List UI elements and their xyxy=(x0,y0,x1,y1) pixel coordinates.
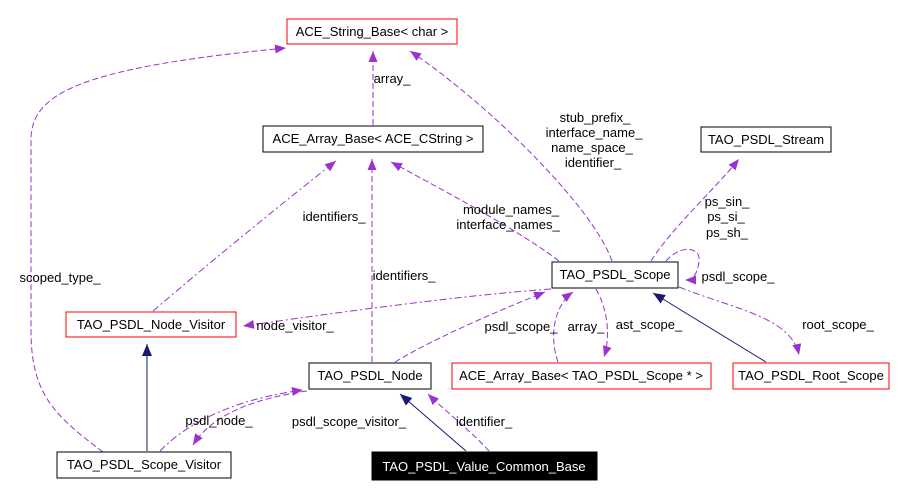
node-ace-string-base-label: ACE_String_Base< char > xyxy=(296,24,448,39)
edge-label-node-visitor: node_visitor_ xyxy=(256,318,334,333)
node-value-common-base-label: TAO_PSDL_Value_Common_Base xyxy=(382,459,585,474)
node-scope[interactable]: TAO_PSDL_Scope xyxy=(551,261,679,289)
edge-label-psdl-scope-visitor: psdl_scope_visitor_ xyxy=(292,414,407,429)
edge-label-identifier-top: identifier_ xyxy=(565,155,622,170)
edge-array-scopes xyxy=(553,291,574,363)
edge-inherit-value-common xyxy=(399,393,467,452)
edge-label-array-scopes: array_ xyxy=(568,319,606,334)
edge-label-scoped-type: scoped_type_ xyxy=(20,270,102,285)
node-stream-box[interactable] xyxy=(700,126,832,153)
nodes: ACE_String_Base< char > ACE_Array_Base< … xyxy=(56,18,890,481)
node-ace-array-scope[interactable]: ACE_Array_Base< TAO_PSDL_Scope * > xyxy=(451,362,712,390)
edge-psdl-scope xyxy=(394,291,546,363)
node-node-visitor-label: TAO_PSDL_Node_Visitor xyxy=(77,317,226,332)
edge-label-interface-names: interface_names_ xyxy=(456,217,560,232)
edge-label-stub-prefix: stub_prefix_ xyxy=(560,110,632,125)
node-node-visitor-box[interactable] xyxy=(65,311,237,338)
edge-psdl-scope-visitor xyxy=(159,386,304,452)
node-node[interactable]: TAO_PSDL_Node xyxy=(308,362,432,390)
edge-label-identifier: identifier_ xyxy=(456,414,513,429)
edges xyxy=(30,44,802,453)
node-scope-visitor-box[interactable] xyxy=(56,451,232,479)
node-node-visitor[interactable]: TAO_PSDL_Node_Visitor xyxy=(65,311,237,338)
node-root-scope[interactable]: TAO_PSDL_Root_Scope xyxy=(732,362,890,390)
edge-label-ps-sin: ps_sin_ xyxy=(705,194,751,209)
node-ace-array-cstring[interactable]: ACE_Array_Base< ACE_CString > xyxy=(262,125,484,153)
node-value-common-base[interactable]: TAO_PSDL_Value_Common_Base xyxy=(371,451,598,481)
edge-identifiers-nv xyxy=(152,160,337,312)
edge-label-ps-sh: ps_sh_ xyxy=(706,225,749,240)
edge-label-ast-scope: ast_scope_ xyxy=(616,317,683,332)
edge-node-visitor xyxy=(242,288,552,329)
node-ace-string-base-box[interactable] xyxy=(286,18,458,45)
edge-labels: scoped_type_ array_ stub_prefix_ interfa… xyxy=(20,71,875,429)
edge-ps-streams xyxy=(650,158,740,262)
edge-label-ps-si: ps_si_ xyxy=(707,209,745,224)
node-scope-label: TAO_PSDL_Scope xyxy=(559,267,670,282)
node-value-common-base-box[interactable] xyxy=(371,451,598,481)
node-ace-array-scope-label: ACE_Array_Base< TAO_PSDL_Scope * > xyxy=(459,368,703,383)
edge-root-scope xyxy=(678,286,802,356)
node-root-scope-box[interactable] xyxy=(732,362,890,390)
edge-label-psdl-scope-self: psdl_scope_ xyxy=(702,269,776,284)
edge-label-array-string: array_ xyxy=(374,71,412,86)
edge-label-identifiers-node: identifiers_ xyxy=(373,268,437,283)
node-ace-array-cstring-label: ACE_Array_Base< ACE_CString > xyxy=(273,131,474,146)
node-stream-label: TAO_PSDL_Stream xyxy=(708,132,824,147)
edge-inherit-root-scope xyxy=(652,292,767,363)
edge-module-names xyxy=(390,161,560,262)
node-ace-array-cstring-box[interactable] xyxy=(262,125,484,153)
node-node-label: TAO_PSDL_Node xyxy=(317,368,422,383)
node-node-box[interactable] xyxy=(308,362,432,390)
edge-label-psdl-scope: psdl_scope_ xyxy=(485,319,559,334)
edge-label-root-scope: root_scope_ xyxy=(802,317,874,332)
edge-psdl-scope-self xyxy=(665,248,700,285)
node-ace-string-base[interactable]: ACE_String_Base< char > xyxy=(286,18,458,45)
edge-label-module-names: module_names_ xyxy=(463,202,560,217)
edge-stub-prefix xyxy=(409,50,613,262)
edge-ast-scope xyxy=(595,288,612,358)
node-ace-array-scope-box[interactable] xyxy=(451,362,712,390)
edge-identifier xyxy=(427,393,490,452)
node-root-scope-label: TAO_PSDL_Root_Scope xyxy=(738,368,884,383)
node-stream[interactable]: TAO_PSDL_Stream xyxy=(700,126,832,153)
node-scope-box[interactable] xyxy=(551,261,679,289)
edge-scoped-type xyxy=(30,44,287,453)
edge-label-identifiers-nv: identifiers_ xyxy=(303,209,367,224)
edge-label-psdl-node: psdl_node_ xyxy=(185,413,253,428)
edge-label-name-space: name_space_ xyxy=(551,140,633,155)
node-scope-visitor-label: TAO_PSDL_Scope_Visitor xyxy=(67,457,222,472)
node-scope-visitor[interactable]: TAO_PSDL_Scope_Visitor xyxy=(56,451,232,479)
edge-label-interface-name: interface_name_ xyxy=(546,125,644,140)
